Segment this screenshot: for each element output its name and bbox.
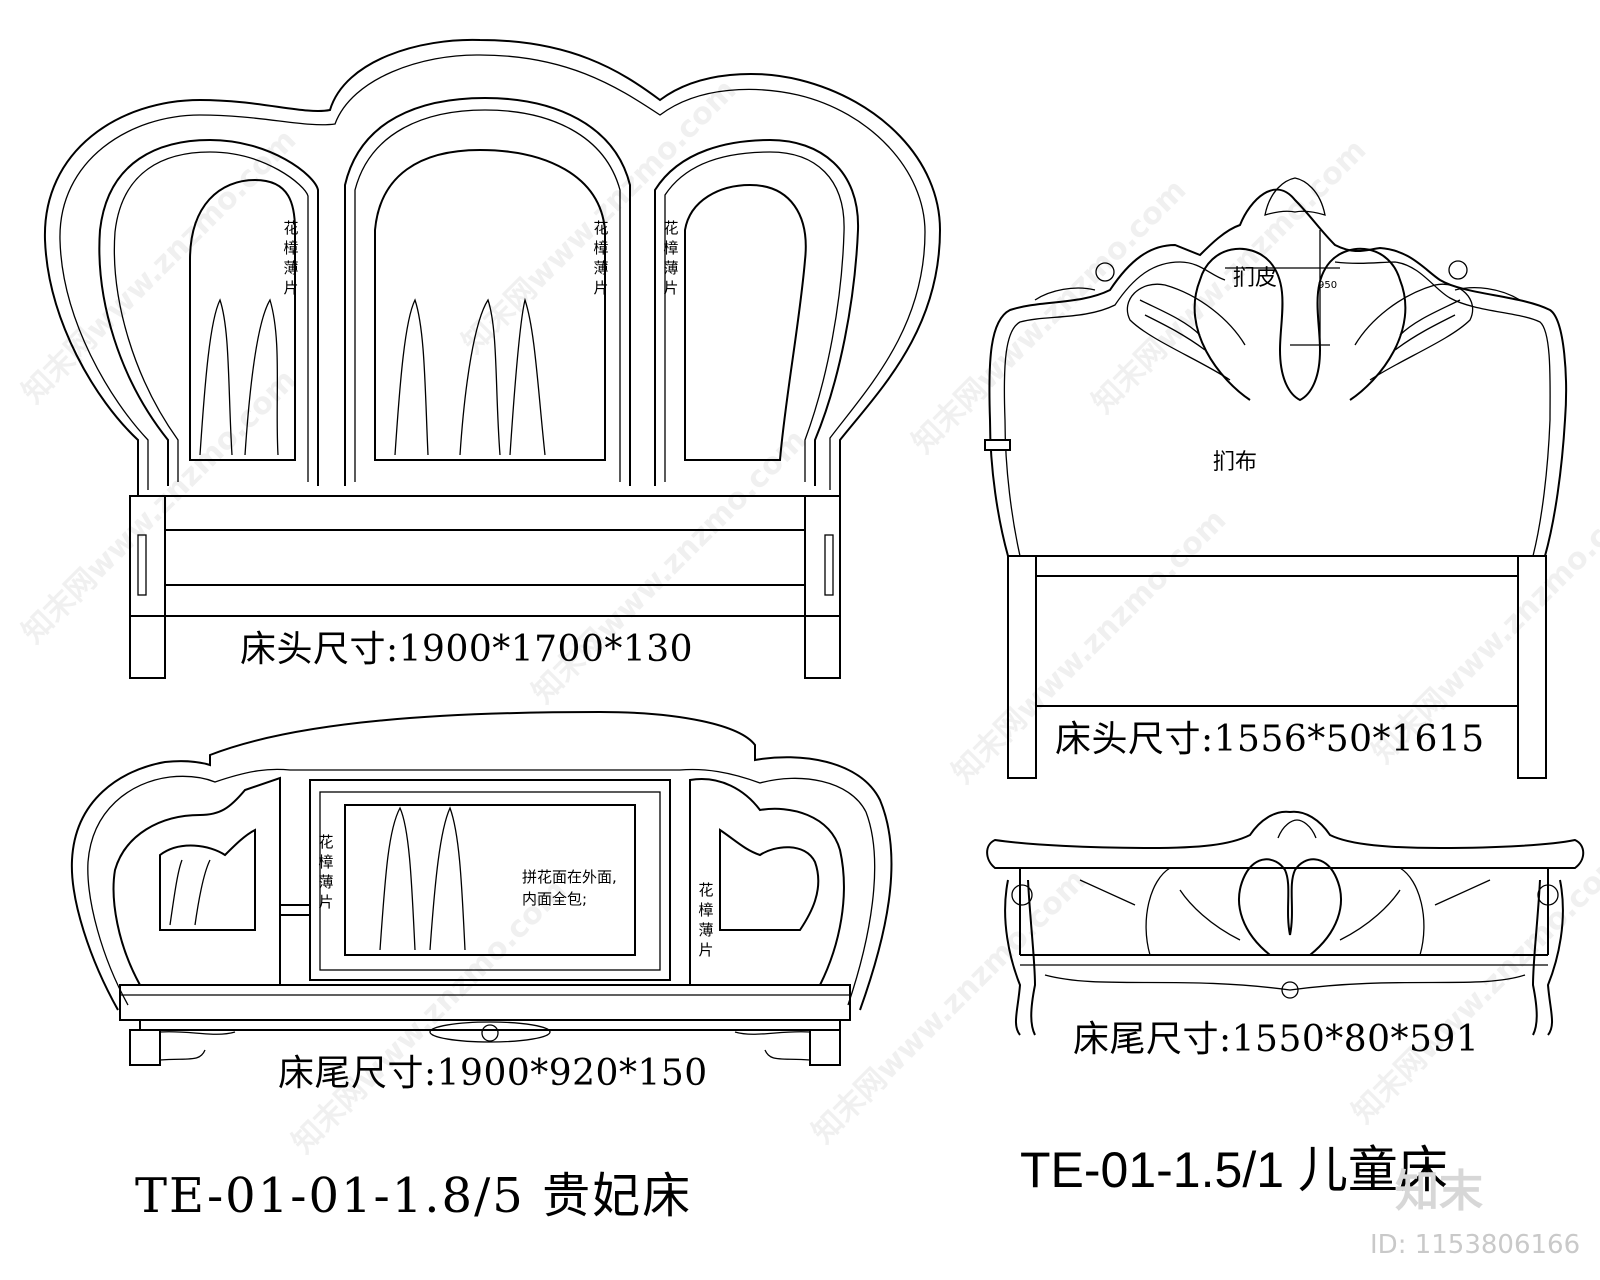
watermark-brand: 知末 xyxy=(1395,1166,1483,1217)
veneer-note-headboard-left: 花樟薄片 xyxy=(283,219,299,297)
veneer-note-headboard-center: 花樟薄片 xyxy=(593,219,609,297)
footboard-1-dimension: 床尾尺寸:1900*920*150 xyxy=(278,1053,708,1094)
veneer-note-footboard-right: 花樟薄片 xyxy=(698,881,714,959)
model-title-right: TE-01-1.5/1 儿童床 xyxy=(1020,1142,1448,1198)
model-title-left: TE-01-01-1.8/5 贵妃床 xyxy=(135,1168,693,1224)
footboard-2-drawing xyxy=(986,810,1585,1036)
veneer-note-footboard-left: 花樟薄片 xyxy=(318,833,334,911)
height-mark: 950 xyxy=(1318,280,1338,291)
fabric-label: 扪布 xyxy=(1213,450,1258,475)
leather-label: 扪皮 xyxy=(1233,266,1278,291)
headboard-1-dimension: 床头尺寸:1900*1700*130 xyxy=(240,629,694,670)
headboard-2-dimension: 床头尺寸:1556*50*1615 xyxy=(1055,719,1485,760)
veneer-note-headboard-right: 花樟薄片 xyxy=(663,219,679,297)
image-id: ID: 1153806166 xyxy=(1370,1230,1581,1260)
headboard-1-drawing xyxy=(43,38,942,679)
footboard-1-drawing xyxy=(70,710,893,1066)
footboard-2-dimension: 床尾尺寸:1550*80*591 xyxy=(1073,1019,1480,1060)
headboard-2-drawing xyxy=(984,177,1568,779)
footboard-1-center-note: 拼花面在外面,内面全包; xyxy=(522,868,617,908)
